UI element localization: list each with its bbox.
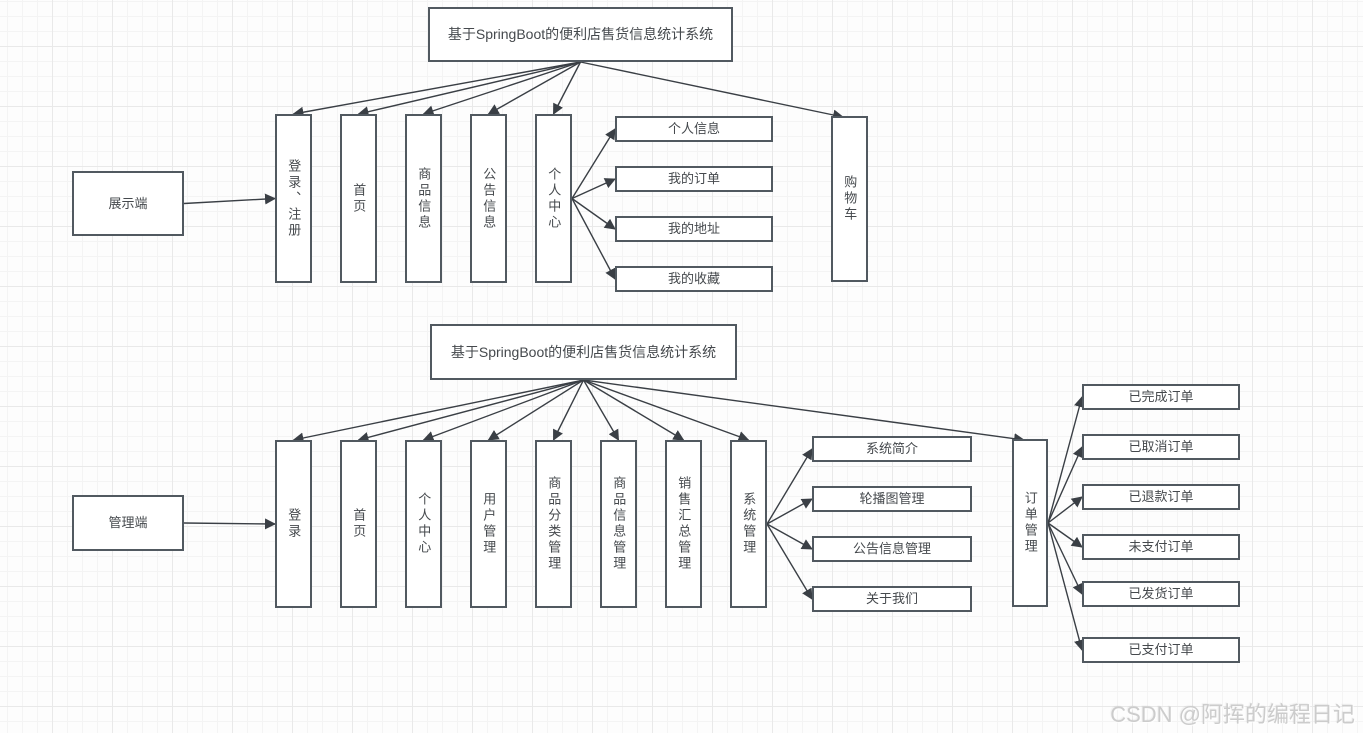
connector-a-order-to-o-shipped xyxy=(1047,522,1083,595)
my-orders-box: 我的订单 xyxy=(615,166,773,192)
connector-t-title-to-d-notice xyxy=(487,61,581,115)
admin-product-info-mgmt-label: 商品信息管理 xyxy=(611,476,627,572)
connector-d-personal-to-d-orders xyxy=(571,178,616,200)
shipped-orders-box-label: 已发货订单 xyxy=(1128,586,1194,602)
connector-a-system-to-s-intro xyxy=(766,448,813,525)
admin-client-box-label: 管理端 xyxy=(108,515,148,531)
unpaid-orders-box: 未支付订单 xyxy=(1082,534,1240,560)
connector-a-system-to-s-about xyxy=(766,523,813,600)
display-notice-info: 公告信息 xyxy=(470,114,507,283)
admin-login-label: 登录 xyxy=(286,508,302,540)
connector-t-title-to-d-product xyxy=(422,61,581,117)
display-notice-info-label: 公告信息 xyxy=(481,166,497,231)
display-product-info: 商品信息 xyxy=(405,114,442,283)
my-address-box-label: 我的地址 xyxy=(667,221,720,237)
connector-a-order-to-o-paid xyxy=(1047,522,1085,651)
admin-product-category-mgmt: 商品分类管理 xyxy=(535,440,572,608)
display-client-box: 展示端 xyxy=(72,171,184,236)
csdn-watermark: CSDN @阿挥的编程日记 xyxy=(1110,702,1355,727)
personal-info-box-label: 个人信息 xyxy=(667,121,720,137)
my-favorites-box-label: 我的收藏 xyxy=(667,271,720,287)
connector-a-title-to-a-pinfo xyxy=(582,379,620,441)
connector-a-order-to-o-cancelled xyxy=(1047,446,1083,524)
carousel-mgmt-box: 轮播图管理 xyxy=(812,486,972,512)
connector-d-personal-to-d-address xyxy=(571,197,616,230)
system-intro-box: 系统简介 xyxy=(812,436,972,462)
display-home: 首页 xyxy=(340,114,377,283)
display-system-title: 基于SpringBoot的便利店售货信息统计系统 xyxy=(428,7,733,62)
my-orders-box-label: 我的订单 xyxy=(667,171,720,187)
connector-a-title-to-a-system xyxy=(583,379,750,442)
admin-product-category-mgmt-label: 商品分类管理 xyxy=(546,476,562,572)
display-home-label: 首页 xyxy=(351,182,367,215)
connector-t-title-to-d-personal xyxy=(552,61,582,115)
display-personal-center-label: 个人中心 xyxy=(546,166,562,231)
my-favorites-box: 我的收藏 xyxy=(615,266,773,292)
connector-admin-side-to-a-login xyxy=(183,518,276,530)
connector-a-order-to-o-unpaid xyxy=(1047,522,1083,548)
display-shopping-cart-label: 购物车 xyxy=(842,175,858,223)
admin-system-title: 基于SpringBoot的便利店售货信息统计系统 xyxy=(430,324,737,380)
display-login-register: 登录、注册 xyxy=(275,114,312,283)
admin-sales-summary-mgmt-label: 销售汇总管理 xyxy=(676,476,692,572)
admin-personal-center-label: 个人中心 xyxy=(416,492,432,556)
connector-a-title-to-a-personal xyxy=(422,379,584,442)
connector-a-title-to-a-user xyxy=(487,379,584,441)
admin-system-mgmt: 系统管理 xyxy=(730,440,767,608)
connector-display-side-to-d-login xyxy=(183,193,276,205)
about-us-box: 关于我们 xyxy=(812,586,972,612)
completed-orders-box: 已完成订单 xyxy=(1082,384,1240,410)
system-intro-box-label: 系统简介 xyxy=(865,441,918,457)
connector-a-order-to-o-completed xyxy=(1047,396,1085,524)
display-personal-center: 个人中心 xyxy=(535,114,572,283)
admin-sales-summary-mgmt: 销售汇总管理 xyxy=(665,440,702,608)
about-us-box-label: 关于我们 xyxy=(865,591,918,607)
connector-a-order-to-o-refunded xyxy=(1047,496,1083,524)
display-login-register-label: 登录、注册 xyxy=(286,158,302,239)
admin-product-info-mgmt: 商品信息管理 xyxy=(600,440,637,608)
refunded-orders-box-label: 已退款订单 xyxy=(1128,489,1194,505)
my-address-box: 我的地址 xyxy=(615,216,773,242)
display-client-box-label: 展示端 xyxy=(108,195,148,211)
admin-user-mgmt-label: 用户管理 xyxy=(481,492,497,556)
connector-t-title-to-d-home xyxy=(357,61,581,118)
connector-t-title-to-d-cart xyxy=(580,61,844,121)
refunded-orders-box: 已退款订单 xyxy=(1082,484,1240,510)
admin-user-mgmt: 用户管理 xyxy=(470,440,507,608)
display-shopping-cart: 购物车 xyxy=(831,116,868,282)
cancelled-orders-box-label: 已取消订单 xyxy=(1128,439,1194,455)
connector-a-system-to-s-notice xyxy=(766,523,813,550)
admin-home-label: 首页 xyxy=(351,508,367,540)
paid-orders-box-label: 已支付订单 xyxy=(1128,642,1194,658)
admin-order-mgmt-label: 订单管理 xyxy=(1022,491,1038,555)
connector-a-title-to-a-home xyxy=(357,379,584,443)
display-system-title-label: 基于SpringBoot的便利店售货信息统计系统 xyxy=(447,26,714,43)
admin-system-mgmt-label: 系统管理 xyxy=(741,492,757,556)
cancelled-orders-box: 已取消订单 xyxy=(1082,434,1240,460)
paid-orders-box: 已支付订单 xyxy=(1082,637,1240,663)
connector-a-title-to-a-sales xyxy=(583,379,685,441)
unpaid-orders-box-label: 未支付订单 xyxy=(1128,539,1194,555)
notice-info-mgmt-box-label: 公告信息管理 xyxy=(852,541,931,557)
connector-a-title-to-a-pcat xyxy=(552,379,585,441)
shipped-orders-box: 已发货订单 xyxy=(1082,581,1240,607)
personal-info-box: 个人信息 xyxy=(615,116,773,142)
connector-d-personal-to-d-fav xyxy=(571,198,616,280)
admin-personal-center: 个人中心 xyxy=(405,440,442,608)
display-product-info-label: 商品信息 xyxy=(416,166,432,231)
connector-a-system-to-s-carousel xyxy=(766,498,813,525)
admin-client-box: 管理端 xyxy=(72,495,184,551)
connector-d-personal-to-d-profile xyxy=(571,128,616,199)
connector-a-title-to-a-login xyxy=(292,379,584,444)
carousel-mgmt-box-label: 轮播图管理 xyxy=(859,491,925,507)
completed-orders-box-label: 已完成订单 xyxy=(1128,389,1194,405)
admin-order-mgmt: 订单管理 xyxy=(1012,439,1048,607)
admin-system-title-label: 基于SpringBoot的便利店售货信息统计系统 xyxy=(450,343,717,360)
connector-a-title-to-a-order xyxy=(583,379,1025,445)
notice-info-mgmt-box: 公告信息管理 xyxy=(812,536,972,562)
admin-home: 首页 xyxy=(340,440,377,608)
admin-login: 登录 xyxy=(275,440,312,608)
connector-t-title-to-d-login xyxy=(292,61,581,118)
